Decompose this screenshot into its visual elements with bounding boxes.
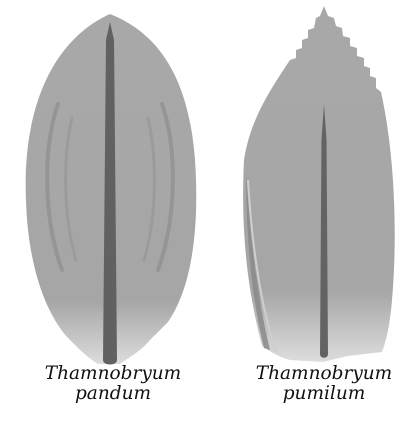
caption-pandum-genus: Thamnobryum	[28, 364, 198, 384]
leaf-pumilum-blade	[243, 6, 395, 362]
caption-pumilum: Thamnobryum pumilum	[239, 364, 407, 404]
caption-pandum: Thamnobryum pandum	[28, 364, 198, 404]
leaf-pandum	[26, 14, 197, 365]
caption-pumilum-species: pumilum	[239, 384, 407, 404]
caption-pandum-species: pandum	[28, 384, 198, 404]
leaf-pumilum	[243, 6, 395, 362]
caption-pumilum-genus: Thamnobryum	[239, 364, 407, 384]
